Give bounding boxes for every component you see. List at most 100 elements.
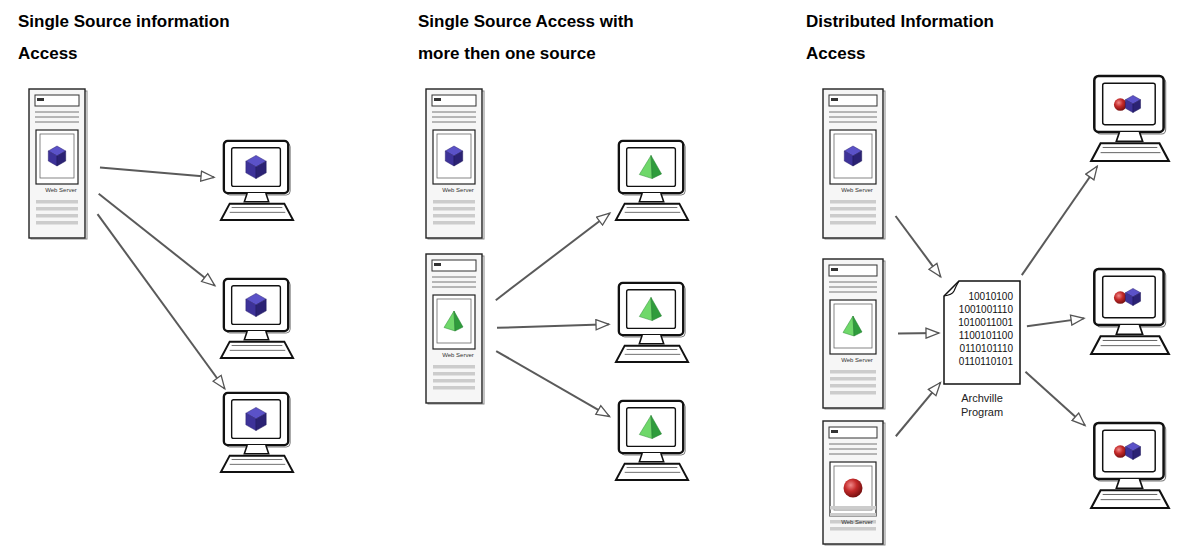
cube-face — [454, 151, 463, 166]
monitor-frame — [619, 283, 683, 335]
sphere-icon — [1114, 98, 1127, 111]
monitor-outline — [218, 392, 296, 474]
client-computer — [218, 278, 296, 360]
monitor-icon — [639, 415, 661, 438]
monitor-outline — [613, 140, 691, 222]
cube-face — [1133, 100, 1141, 113]
flow-arrow — [896, 216, 941, 277]
case-line — [35, 117, 79, 118]
server-outline — [822, 258, 886, 410]
keyboard — [221, 342, 293, 358]
monitor-screen — [627, 408, 676, 447]
monitor-screen — [232, 400, 281, 439]
case-line — [829, 449, 877, 450]
vent-bar — [433, 365, 475, 369]
server-case — [823, 259, 883, 408]
pyramid-face — [651, 297, 662, 320]
monitor-screen — [627, 290, 676, 329]
case-line — [829, 287, 877, 288]
keyboard — [221, 204, 293, 220]
monitor-stand — [639, 193, 663, 202]
vent-bar — [36, 207, 78, 211]
cube-face — [256, 161, 266, 178]
panel-heading: Single Source Access with more then one … — [418, 6, 668, 70]
keyboard-keys — [230, 208, 286, 213]
server-label: Web Server — [822, 518, 892, 526]
monitor-icon — [1114, 442, 1141, 459]
server-outline — [425, 88, 485, 240]
server-screen — [834, 304, 872, 348]
case-line — [35, 122, 79, 123]
server-outline — [822, 420, 886, 546]
server-case — [426, 89, 482, 238]
monitor-icon — [246, 155, 266, 178]
server-screen — [40, 134, 74, 178]
drive-bay — [829, 265, 877, 276]
vent-bar — [433, 221, 475, 225]
vent-bar — [830, 214, 876, 218]
monitor-outline — [1088, 422, 1172, 510]
pyramid-face — [651, 155, 662, 178]
flow-arrow — [98, 214, 225, 389]
monitor-icon — [246, 293, 266, 316]
monitor-frame — [619, 141, 683, 193]
program-document: 10010100 1001001110 1010011001 110010110… — [943, 280, 1021, 385]
pyramid-face — [454, 311, 463, 331]
server-label: Web Server — [822, 186, 892, 194]
monitor-frame — [1094, 269, 1163, 325]
monitor-stand — [1116, 479, 1142, 488]
monitor-frame — [619, 401, 683, 453]
page-curl — [944, 281, 959, 296]
keyboard-keys — [1101, 494, 1161, 499]
monitor-frame — [224, 279, 288, 331]
server-outline — [822, 88, 886, 240]
monitor-drawing — [1091, 76, 1169, 161]
case-line — [432, 122, 476, 123]
vent-bar — [36, 214, 78, 218]
program-name: Archville Program — [943, 391, 1021, 419]
drive-slot — [831, 268, 838, 271]
cube-face — [445, 151, 454, 166]
drive-bay — [829, 427, 877, 438]
cube-face — [256, 413, 266, 430]
monitor-icon — [639, 155, 661, 178]
server-icon — [844, 146, 861, 166]
vent-bar — [830, 370, 876, 374]
case-line — [829, 444, 877, 445]
cube-face — [246, 161, 256, 178]
vent-bar — [36, 200, 78, 204]
server-icon — [843, 316, 862, 336]
keyboard — [1091, 490, 1169, 508]
panel-heading: Distributed Information Access — [806, 6, 1046, 70]
pyramid-face — [651, 415, 662, 438]
server-icon — [48, 146, 65, 166]
server-panel — [830, 300, 876, 354]
server-icon — [445, 146, 462, 166]
keyboard-keys — [230, 346, 286, 351]
flow-arrow — [1025, 372, 1085, 426]
monitor-frame — [224, 141, 288, 193]
vent-bar — [830, 221, 876, 225]
web-server: Web Server — [425, 253, 491, 405]
web-server: Web Server — [822, 88, 892, 240]
monitor-drawing — [616, 401, 688, 480]
case-line — [829, 292, 877, 293]
monitor-drawing — [1091, 269, 1169, 354]
vent-bar — [433, 379, 475, 383]
monitor-outline — [1088, 75, 1172, 163]
pyramid-face — [639, 415, 652, 438]
keyboard — [1091, 336, 1169, 354]
monitor-frame — [1094, 76, 1163, 132]
monitor-screen — [232, 148, 281, 187]
monitor-drawing — [616, 283, 688, 362]
monitor-drawing — [221, 141, 293, 220]
server-panel — [830, 130, 876, 184]
sphere-icon — [1114, 291, 1127, 304]
client-computer — [218, 392, 296, 474]
panel-heading: Single Source information Access — [18, 6, 258, 70]
drive-slot — [37, 98, 44, 101]
server-screen — [834, 134, 872, 178]
monitor-icon — [1114, 288, 1141, 305]
case-line — [829, 112, 877, 113]
monitor-outline — [218, 278, 296, 360]
